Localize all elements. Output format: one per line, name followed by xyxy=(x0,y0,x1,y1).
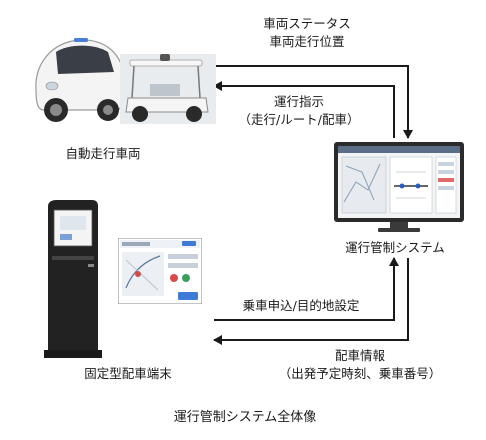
arrow-system-to-vehicle xyxy=(213,81,395,138)
arrow-terminal-to-system xyxy=(214,257,399,321)
map-panel-icon xyxy=(341,156,387,214)
map-icon xyxy=(122,252,164,296)
vehicle-status-label-line1: 車両ステータス xyxy=(263,16,351,31)
figure-caption: 運行管制システム全体像 xyxy=(173,410,317,425)
status-list-icon xyxy=(435,156,457,214)
operation-instruction-label-line1: 運行指示 xyxy=(273,94,324,109)
dispatch-info-label-line1: 配車情報 xyxy=(334,348,385,363)
autonomous-vehicle-label: 自動走行車両 xyxy=(65,146,141,161)
arrow-system-to-terminal xyxy=(213,258,409,345)
fixed-terminal-label: 固定型配車端末 xyxy=(84,366,172,381)
route-panel-icon xyxy=(389,156,433,214)
cart-vehicle-icon xyxy=(120,54,216,124)
fixed-terminal-illustration xyxy=(44,200,102,358)
vehicle-status-label-line2: 車両走行位置 xyxy=(269,34,345,49)
autonomous-vehicles-illustration xyxy=(35,38,216,124)
operation-system-label: 運行管制システム xyxy=(345,240,445,255)
dispatch-info-label-line2: （出発予定時刻、乗車番号） xyxy=(278,366,442,381)
control-system-monitor-illustration xyxy=(334,142,464,232)
boarding-request-label: 乗車申込/目的地設定 xyxy=(242,298,360,313)
compact-car-icon xyxy=(35,38,127,122)
operation-instruction-label-line2: （走行/ルート/配車） xyxy=(238,112,360,127)
terminal-screen-illustration xyxy=(118,238,202,304)
arrow-vehicle-to-system xyxy=(214,65,413,139)
